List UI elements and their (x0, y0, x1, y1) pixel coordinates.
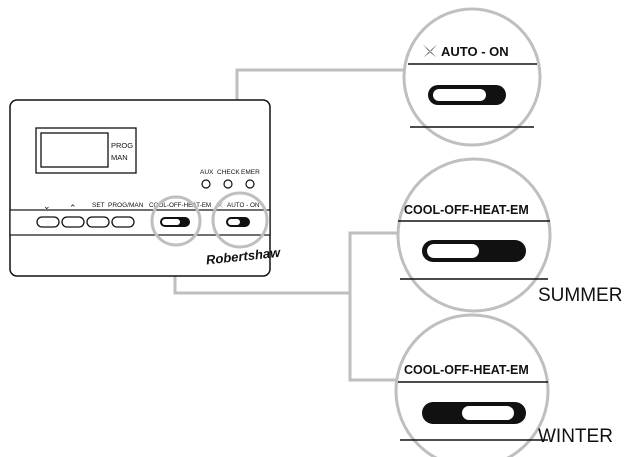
leader-winter (348, 293, 398, 382)
indicator-label-emer: EMER (241, 169, 260, 176)
winter-callout-switch-knob (462, 406, 514, 420)
mode-switch-knob (162, 219, 180, 225)
summer-callout-circle (396, 157, 552, 313)
set-button[interactable] (86, 216, 110, 228)
fan-switch-label: AUTO - ON (227, 202, 260, 209)
indicator-light-check (223, 179, 233, 189)
winter-callout: COOL-OFF-HEAT-EM WINTER (394, 313, 613, 457)
summer-callout-label: COOL-OFF-HEAT-EM (404, 203, 529, 217)
man-label: MAN (111, 153, 128, 162)
down-button-label: ⌄ (43, 201, 51, 211)
fan-callout: AUTO - ON (402, 7, 542, 147)
thermostat: PROG MAN AUX CHECK EMER ⌄ ⌃ SET PROG/MAN… (9, 99, 282, 277)
fan-callout-switch-knob (433, 89, 486, 101)
prog-man-button-label: PROG/MAN (108, 202, 144, 209)
summer-callout-switch-knob (427, 244, 479, 258)
indicator-label-aux: AUX (200, 169, 214, 176)
up-button-label: ⌃ (69, 203, 77, 213)
indicator-light-aux (201, 179, 211, 189)
fan-switch-highlight (211, 191, 269, 249)
up-button[interactable] (61, 216, 85, 228)
indicator-light-emer (245, 179, 255, 189)
summer-caption: SUMMER (538, 285, 622, 306)
winter-callout-circle (394, 313, 550, 457)
fan-callout-circle (402, 7, 542, 147)
indicator-label-check: CHECK (217, 169, 240, 176)
fan-callout-label: AUTO - ON (441, 44, 509, 59)
prog-man-button[interactable] (111, 216, 135, 228)
lcd-screen (40, 132, 109, 168)
mode-switch-highlight (150, 195, 202, 247)
mode-switch-label: COOL-OFF-HEAT-EM (149, 202, 211, 209)
summer-callout: COOL-OFF-HEAT-EM SUMMER (396, 157, 622, 313)
winter-callout-label: COOL-OFF-HEAT-EM (404, 363, 529, 377)
down-button[interactable] (36, 216, 60, 228)
prog-label: PROG (111, 141, 133, 150)
fan-callout-icon (423, 44, 437, 58)
winter-caption: WINTER (538, 426, 613, 447)
set-button-label: SET (92, 202, 105, 209)
fan-switch-knob (228, 219, 240, 225)
